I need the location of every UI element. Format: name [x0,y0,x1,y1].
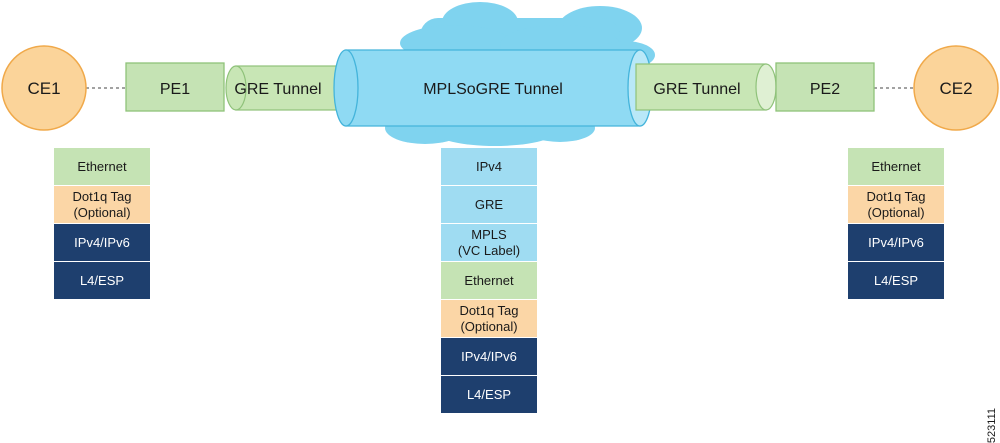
gre-tunnel-left-label: GRE Tunnel [234,81,321,98]
center-layer-outer: MPLS (VC Label) [441,224,537,262]
ce1-node: CE1 [1,45,87,131]
gre-tunnel-right: GRE Tunnel [635,63,777,111]
pe2-node: PE2 [775,62,875,112]
center-layer-ip: IPv4/IPv6 [441,338,537,376]
center-layer-ethernet: Ethernet [441,262,537,300]
left-layer-ip: IPv4/IPv6 [54,224,150,262]
right-layer-l4: L4/ESP [848,262,944,300]
right-layer-ip: IPv4/IPv6 [848,224,944,262]
pe2-label: PE2 [810,81,840,98]
mplsogre-tunnel-label: MPLSoGRE Tunnel [423,81,563,98]
mplsogre-diagram: CE1 CE2 GRE Tunnel MPLSoGRE Tunnel GRE T… [1,2,999,146]
left-layer-dot1q: Dot1q Tag (Optional) [54,186,150,224]
right-layer-dot1q: Dot1q Tag (Optional) [848,186,944,224]
center-layer-outer: GRE [441,186,537,224]
gre-tunnel-right-label: GRE Tunnel [653,81,740,98]
right-layer-ethernet: Ethernet [848,148,944,186]
pe1-node: PE1 [125,62,225,112]
ce2-label: CE2 [939,79,972,98]
left-layer-ethernet: Ethernet [54,148,150,186]
center-layer-dot1q: Dot1q Tag (Optional) [441,300,537,338]
ce1-label: CE1 [27,79,60,98]
ce2-node: CE2 [913,45,999,131]
pe1-label: PE1 [160,81,190,98]
mplsogre-tunnel: MPLSoGRE Tunnel [333,49,653,127]
gre-tunnel-left: GRE Tunnel [225,65,341,111]
center-layer-l4: L4/ESP [441,376,537,414]
left-layer-l4: L4/ESP [54,262,150,300]
figure-id: 523111 [986,408,998,443]
center-layer-outer: IPv4 [441,148,537,186]
